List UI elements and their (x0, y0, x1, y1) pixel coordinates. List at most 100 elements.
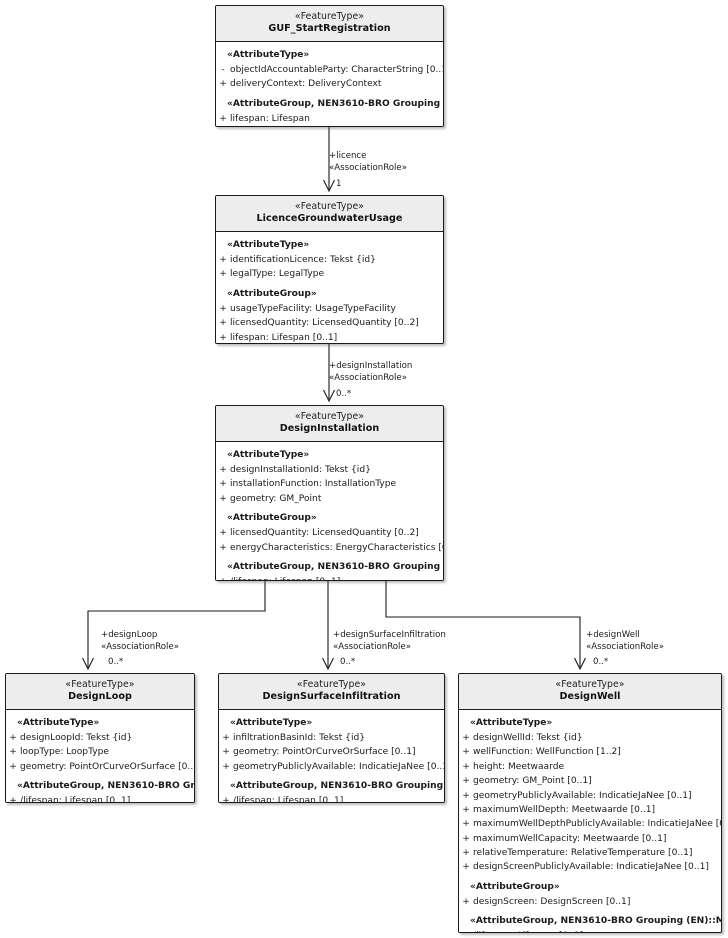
multiplicity-label-assoc-licence: 1 (336, 179, 342, 189)
attribute-signature: designScreenPubliclyAvailable: Indicatie… (473, 862, 709, 873)
class-name: DesignLoop (68, 691, 132, 703)
attribute-row[interactable]: +designLoopId: Tekst {id} (6, 731, 194, 745)
attribute-signature: licensedQuantity: LicensedQuantity [0..2… (230, 528, 419, 539)
attribute-visibility: + (462, 862, 470, 873)
attribute-signature: geometryPubliclyAvailable: IndicatieJaNe… (473, 790, 692, 801)
attribute-row[interactable]: +deliveryContext: DeliveryContext (216, 77, 443, 91)
attribute-row[interactable]: +geometry: GM_Point [0..1] (459, 774, 721, 788)
class-stereotype: «FeatureType» (65, 679, 135, 690)
attribute-group-label: «AttributeGroup, NEN3610-BRO Grouping (E… (227, 562, 443, 573)
class-name: DesignInstallation (279, 423, 380, 435)
class-stereotype: «FeatureType» (555, 679, 625, 690)
role-name: +designInstallation (329, 361, 413, 371)
attribute-visibility: + (219, 465, 227, 476)
attribute-row[interactable]: +/lifespan: Lifespan [0..1] (216, 575, 443, 580)
class-box-installation[interactable]: «FeatureType»DesignInstallation «Attribut… (215, 405, 444, 581)
attribute-group-label: «AttributeGroup, NEN3610-BRO Grouping (E… (230, 781, 444, 792)
attribute-group-label: «AttributeType» (227, 239, 310, 250)
attribute-signature: /lifespan: Lifespan [0..1] (473, 929, 721, 932)
attribute-row[interactable]: +wellFunction: WellFunction [1..2] (459, 745, 721, 759)
attribute-visibility: + (462, 847, 470, 858)
attribute-row[interactable]: +lifespan: Lifespan [0..1] (216, 331, 443, 343)
attribute-group-label: «AttributeGroup» (470, 881, 560, 892)
class-stereotype: «FeatureType» (294, 411, 365, 422)
attribute-row[interactable]: +maximumWellDepth: Meetwaarde [0..1] (459, 803, 721, 817)
attribute-row[interactable]: +maximumWellDepthPubliclyAvailable: Indi… (459, 817, 721, 831)
attribute-visibility: + (462, 833, 470, 844)
attribute-visibility: + (9, 747, 17, 758)
attribute-row[interactable]: +loopType: LoopType (6, 745, 194, 759)
association-role-label-assoc-licence[interactable]: +licence«AssociationRole» (329, 150, 407, 175)
attribute-signature: maximumWellDepth: Meetwaarde [0..1] (473, 804, 656, 815)
attribute-visibility: + (9, 796, 17, 803)
attribute-signature: geometry: GM_Point [0..1] (473, 776, 592, 787)
attribute-signature: geometryPubliclyAvailable: IndicatieJaNe… (233, 761, 444, 772)
attribute-visibility: + (219, 255, 227, 266)
class-box-well[interactable]: «FeatureType»DesignWell«AttributeType»+d… (458, 673, 722, 933)
attribute-signature: geometry: GM_Point (230, 493, 322, 504)
attribute-row[interactable]: +/lifespan: Lifespan [0..1] (6, 794, 194, 803)
attribute-row[interactable]: +/lifespan: Lifespan [0..1] (459, 929, 721, 932)
attribute-signature: relativeTemperature: RelativeTemperature… (473, 847, 693, 858)
attribute-visibility: - (221, 65, 225, 76)
attribute-row[interactable]: +designScreenPubliclyAvailable: Indicati… (459, 860, 721, 874)
attribute-visibility: + (216, 575, 230, 580)
class-header-guf: «FeatureType»GUF_StartRegistration (216, 6, 443, 42)
class-name: GUF_StartRegistration (268, 23, 391, 35)
attribute-group-label: «AttributeType» (227, 449, 310, 460)
attribute-row[interactable]: +licensedQuantity: LicensedQuantity [0..… (216, 526, 443, 540)
attribute-group-label: «AttributeGroup» (227, 513, 317, 524)
attribute-row[interactable]: +identificationLicence: Tekst {id} (216, 253, 443, 267)
attribute-visibility: + (219, 493, 227, 504)
class-box-loop[interactable]: «FeatureType»DesignLoop«AttributeType»+d… (5, 673, 195, 803)
attribute-signature: maximumWellCapacity: Meetwaarde [0..1] (473, 833, 667, 844)
attribute-visibility: + (222, 761, 230, 772)
attribute-visibility: + (462, 776, 470, 787)
class-box-infiltration[interactable]: «FeatureType»DesignSurfaceInfiltration«A… (218, 673, 445, 803)
attribute-row[interactable]: +infiltrationBasinId: Tekst {id} (219, 731, 444, 745)
attribute-row[interactable]: +geometry: GM_Point (216, 492, 443, 506)
attribute-row[interactable]: +designWellId: Tekst {id} (459, 731, 721, 745)
role-name: +designSurfaceInfiltration (333, 630, 446, 640)
attribute-signature: loopType: LoopType (20, 747, 109, 758)
attribute-visibility: + (219, 113, 227, 124)
association-role-label-assoc-designsurfaceinfiltration[interactable]: +designSurfaceInfiltration«AssociationRo… (333, 629, 446, 654)
association-role-label-assoc-designloop[interactable]: +designLoop«AssociationRole» (101, 629, 179, 654)
class-body-well: «AttributeType»+designWellId: Tekst {id}… (459, 709, 721, 932)
attribute-row[interactable]: +/lifespan: Lifespan [0..1] (219, 794, 444, 802)
attribute-signature: identificationLicence: Tekst {id} (230, 255, 376, 266)
attribute-row[interactable]: +licensedQuantity: LicensedQuantity [0..… (216, 316, 443, 330)
multiplicity-label-assoc-designinstallation: 0..* (336, 389, 352, 399)
class-body-guf: «AttributeType»-objectIdAccountableParty… (216, 41, 443, 126)
attribute-row[interactable]: +geometryPubliclyAvailable: IndicatieJaN… (459, 789, 721, 803)
attribute-row[interactable]: +designScreen: DesignScreen [0..1] (459, 895, 721, 909)
attribute-row[interactable]: +usageTypeFacility: UsageTypeFacility (216, 302, 443, 316)
association-role-label-assoc-designwell[interactable]: +designWell«AssociationRole» (586, 629, 664, 654)
attribute-row[interactable]: +energyCharacteristics: EnergyCharacteri… (216, 541, 443, 555)
attribute-row[interactable]: +geometry: PointOrCurveOrSurface [0..1] (219, 745, 444, 759)
attribute-row[interactable]: +geometryPubliclyAvailable: IndicatieJaN… (219, 760, 444, 774)
role-stereotype: «AssociationRole» (329, 373, 407, 384)
association-role-label-assoc-designinstallation[interactable]: +designInstallation «AssociationRole» (329, 360, 412, 385)
attribute-row[interactable]: +geometry: PointOrCurveOrSurface [0..1] (6, 760, 194, 774)
attribute-row[interactable]: +legalType: LegalType (216, 267, 443, 281)
attribute-visibility: + (9, 761, 17, 772)
attribute-row[interactable]: +installationFunction: InstallationType (216, 477, 443, 491)
multiplicity-label-assoc-designloop: 0..* (108, 657, 124, 667)
class-box-licence[interactable]: «FeatureType»LicenceGroundwaterUsage«Att… (215, 195, 444, 344)
attribute-signature: maximumWellDepthPubliclyAvailable: Indic… (473, 819, 721, 830)
attribute-signature: usageTypeFacility: UsageTypeFacility (230, 303, 396, 314)
attribute-row[interactable]: +maximumWellCapacity: Meetwaarde [0..1] (459, 832, 721, 846)
role-name: +licence (329, 151, 367, 161)
attribute-row[interactable]: -objectIdAccountableParty: CharacterStri… (216, 63, 443, 77)
attribute-visibility: + (462, 761, 470, 772)
class-name: LicenceGroundwaterUsage (256, 213, 403, 225)
class-box-guf[interactable]: «FeatureType»GUF_StartRegistration«Attri… (215, 5, 444, 127)
attribute-row[interactable]: +relativeTemperature: RelativeTemperatur… (459, 846, 721, 860)
attribute-signature: installationFunction: InstallationType (230, 479, 397, 490)
attribute-row[interactable]: +designInstallationId: Tekst {id} (216, 463, 443, 477)
attribute-signature: energyCharacteristics: EnergyCharacteris… (230, 542, 443, 553)
attribute-row[interactable]: +lifespan: Lifespan (216, 112, 443, 126)
attribute-row[interactable]: +height: Meetwaarde (459, 760, 721, 774)
